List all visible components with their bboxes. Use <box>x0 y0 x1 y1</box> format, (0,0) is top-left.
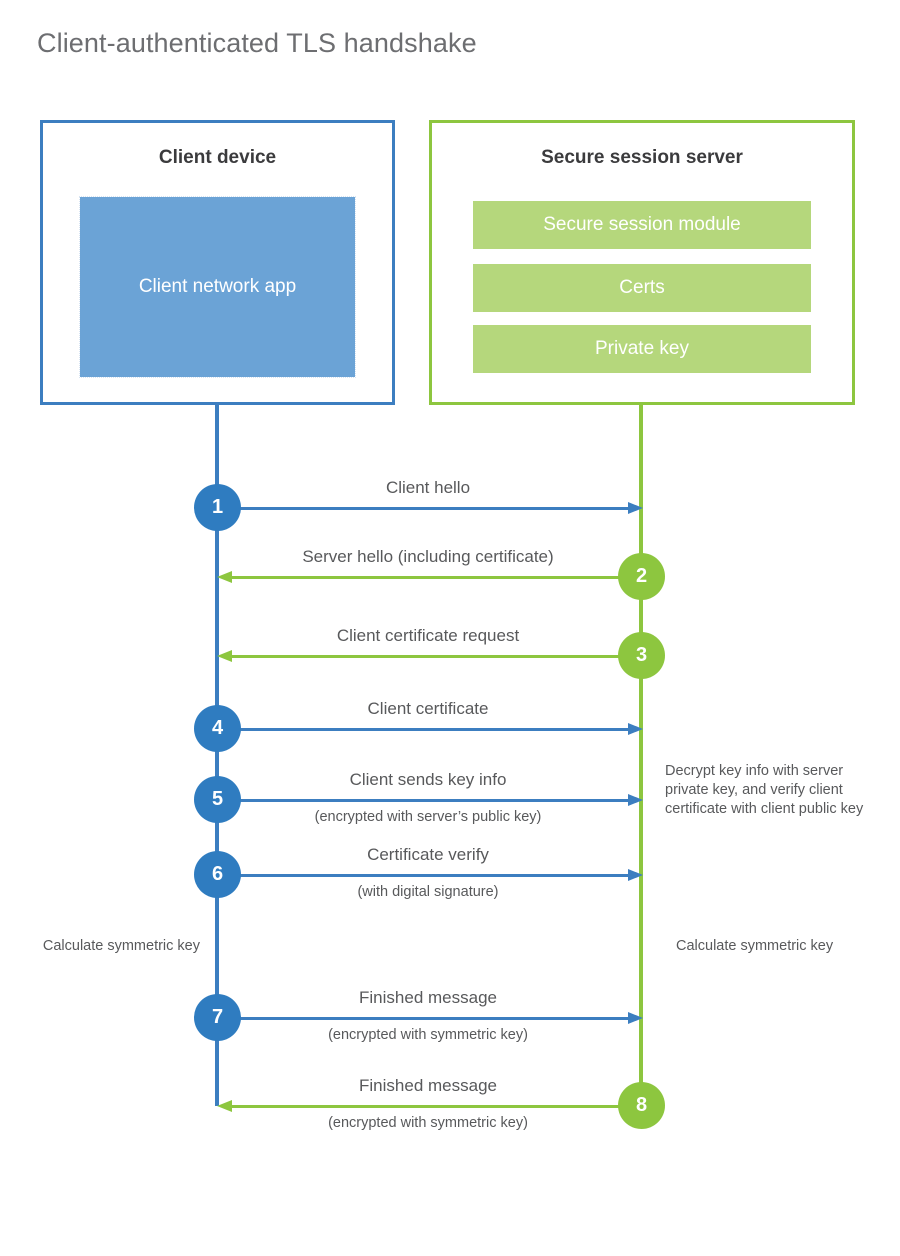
message-label-4: Client certificate <box>367 699 489 718</box>
step-badge-5[interactable]: 5 <box>194 776 241 823</box>
message-label-3: Client certificate request <box>336 626 520 645</box>
step-badge-8[interactable]: 8 <box>618 1082 665 1129</box>
arrow-right-icon-1 <box>628 502 643 514</box>
client-device-title: Client device <box>158 147 277 168</box>
client-lifeline <box>215 403 219 1106</box>
message-sublabel-6: (with digital signature) <box>357 884 499 900</box>
message-line-4 <box>217 728 632 731</box>
message-label-8: Finished message <box>359 1076 497 1095</box>
step-badge-7[interactable]: 7 <box>194 994 241 1041</box>
secure-session-server-box: Secure session server Secure session mod… <box>429 120 855 405</box>
arrow-right-icon-7 <box>628 1012 643 1024</box>
client-network-app-block: Client network app <box>79 196 356 378</box>
arrow-right-icon-4 <box>628 723 643 735</box>
message-line-5 <box>217 799 632 802</box>
server-module-secure-session-module: Secure session module <box>473 201 811 249</box>
message-line-6 <box>217 874 632 877</box>
message-label-6: Certificate verify <box>367 845 489 864</box>
page-title: Client-authenticated TLS handshake <box>37 28 477 58</box>
server-lifeline <box>639 403 643 1106</box>
message-line-3 <box>224 655 639 658</box>
message-line-7 <box>217 1017 632 1020</box>
arrow-right-icon-5 <box>628 794 643 806</box>
message-line-2 <box>224 576 639 579</box>
arrow-left-icon-2 <box>217 571 232 583</box>
message-label-5: Client sends key info <box>349 770 507 789</box>
arrow-left-icon-3 <box>217 650 232 662</box>
message-sublabel-5: (encrypted with server’s public key) <box>314 809 542 825</box>
message-line-8 <box>224 1105 639 1108</box>
arrow-right-icon-6 <box>628 869 643 881</box>
message-label-1: Client hello <box>385 478 471 497</box>
message-sublabel-7: (encrypted with symmetric key) <box>328 1027 528 1043</box>
secure-session-server-title: Secure session server <box>541 147 743 168</box>
note-calculate-symmetric-key-client: Calculate symmetric key <box>42 938 200 954</box>
step-badge-1[interactable]: 1 <box>194 484 241 531</box>
message-label-2: Server hello (including certificate) <box>302 547 554 566</box>
message-label-7: Finished message <box>359 988 497 1007</box>
step-badge-3[interactable]: 3 <box>618 632 665 679</box>
client-device-box: Client device Client network app <box>40 120 395 405</box>
note-calculate-symmetric-key-server: Calculate symmetric key <box>676 938 834 954</box>
message-sublabel-8: (encrypted with symmetric key) <box>328 1115 528 1131</box>
server-module-certs: Certs <box>473 264 811 312</box>
step-badge-2[interactable]: 2 <box>618 553 665 600</box>
message-line-1 <box>217 507 632 510</box>
note-decrypt-key-info: Decrypt key info with server private key… <box>665 763 864 817</box>
step-badge-4[interactable]: 4 <box>194 705 241 752</box>
server-module-private-key: Private key <box>473 325 811 373</box>
step-badge-6[interactable]: 6 <box>194 851 241 898</box>
arrow-left-icon-8 <box>217 1100 232 1112</box>
